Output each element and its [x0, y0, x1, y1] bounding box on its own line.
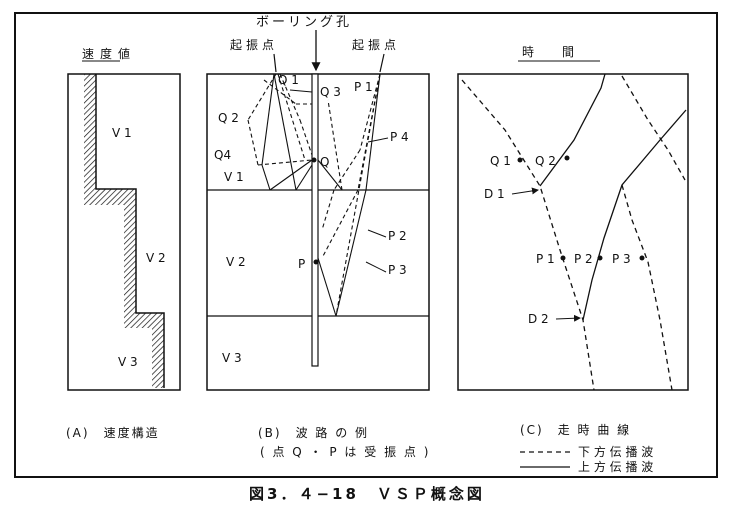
p2-dot	[597, 255, 603, 261]
caption-a: (A) 速度構造	[66, 425, 160, 440]
panel-b: ボーリング孔 起振点 起振点	[206, 15, 430, 459]
d1-arrow	[511, 187, 539, 195]
borehole	[311, 73, 319, 367]
layer-v1: V 1	[112, 126, 132, 140]
time-header: 時 間	[522, 45, 582, 59]
caption-c: (C) 走 時 曲 線	[520, 422, 631, 437]
panel-c: 時 間 Q 1 Q 2 D 1 P 1 P 2 P 3 D 2 (C) 走 時 …	[457, 45, 689, 474]
label-q1: Q 1	[490, 154, 511, 168]
shot-point-right: 起振点	[352, 38, 400, 52]
left-rays	[247, 73, 313, 191]
velocity-profile-line	[95, 74, 165, 388]
q2-dot	[564, 155, 570, 161]
p4-leader	[367, 137, 389, 143]
upgoing-curves	[539, 73, 687, 321]
layer-v3: V 3	[118, 355, 138, 369]
ray-q1: Q 1	[278, 73, 299, 87]
shot-right-tick	[379, 53, 385, 73]
figure-frame	[14, 12, 718, 478]
velocity-header: 速度値	[82, 46, 136, 61]
ray-p1: P 1	[354, 80, 373, 94]
p2-leader	[367, 229, 387, 238]
label-q2: Q 2	[535, 154, 556, 168]
ray-q3: Q 3	[320, 85, 341, 99]
layer-v3: V 3	[222, 351, 242, 365]
legend-up: 上 方 伝 播 波	[578, 459, 653, 474]
label-d2: D 2	[528, 312, 549, 326]
p1-dot	[560, 255, 566, 261]
ray-q4: Q4	[214, 148, 231, 162]
ray-p3: P 3	[388, 263, 407, 277]
label-p3: P 3	[612, 252, 631, 266]
ray-p4: P 4	[390, 130, 409, 144]
label-d1: D 1	[484, 187, 505, 201]
layer-v1: V 1	[224, 170, 244, 184]
p3-dot	[639, 255, 645, 261]
receiver-q-dot	[311, 157, 317, 163]
label-p1: P 1	[536, 252, 555, 266]
q1-dot	[517, 157, 523, 163]
right-rays	[317, 73, 381, 317]
panel-c-box	[457, 73, 689, 391]
layer-v2: V 2	[146, 251, 166, 265]
layer-v2: V 2	[226, 255, 246, 269]
receiver-p: P	[298, 257, 305, 271]
borehole-title: ボーリング孔	[256, 15, 352, 30]
panel-a: 速度値 V 1 V 2 V 3 (A) 速度構造	[66, 46, 181, 440]
receiver-p-dot	[313, 259, 319, 265]
downgoing-curves	[461, 75, 686, 391]
velocity-profile-hatch	[84, 74, 164, 388]
label-p2: P 2	[574, 252, 593, 266]
shot-point-left: 起振点	[230, 38, 278, 52]
caption-b: (B) 波 路 の 例	[258, 425, 369, 440]
ray-p2: P 2	[388, 229, 407, 243]
d2-arrow	[555, 314, 581, 322]
receiver-q: Q	[320, 155, 329, 169]
figure-title: 図3．４−18 ＶＳＰ概念図	[249, 485, 485, 503]
p3-leader	[365, 261, 387, 273]
ray-q2: Q 2	[218, 111, 239, 125]
caption-b-note: ( 点 Q ・ P は 受 振 点 )	[260, 445, 430, 459]
shot-left-tick	[273, 53, 277, 73]
panel-a-box	[67, 73, 181, 391]
legend-down: 下 方 伝 播 波	[578, 444, 653, 459]
